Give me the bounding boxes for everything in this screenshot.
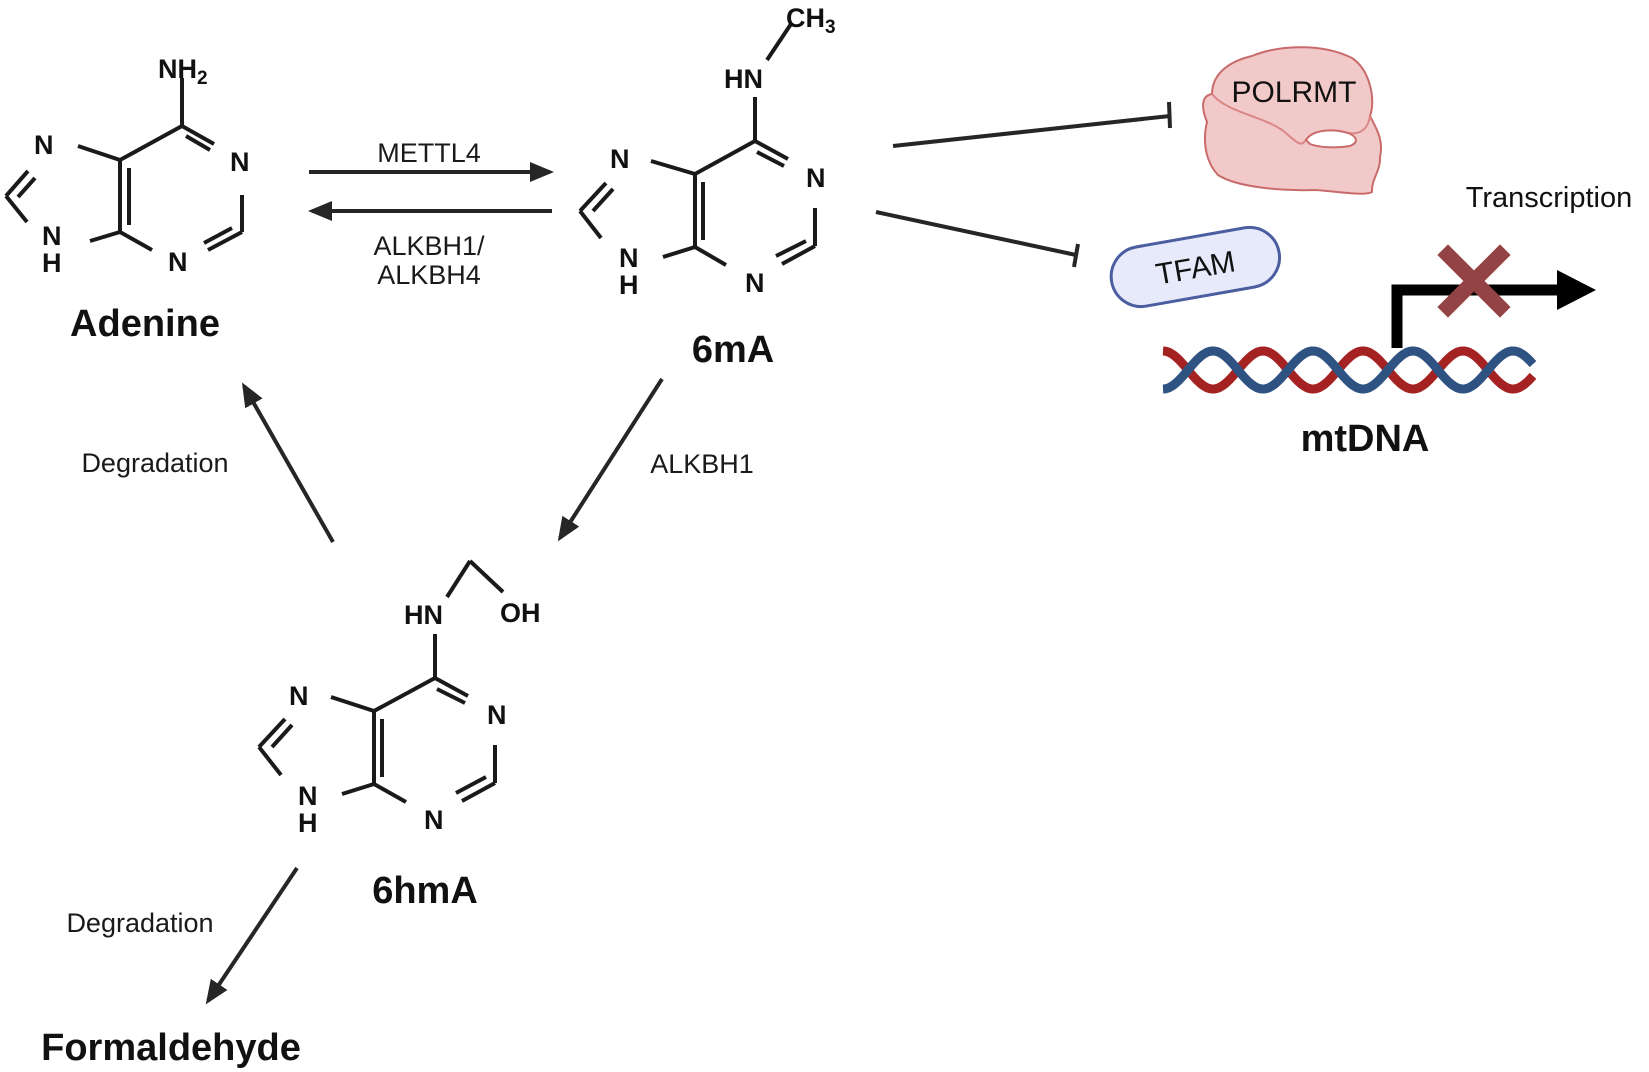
polrmt-cleft: [1304, 129, 1357, 149]
promoter-arrow-head: [1557, 270, 1596, 310]
formaldehyde-name: Formaldehyde: [41, 1027, 301, 1069]
degradation-label-2: Degradation: [66, 908, 213, 938]
polrmt-protein: POLRMT: [1202, 46, 1382, 195]
alkbh1-alkbh4-label-line2: ALKBH4: [377, 260, 481, 290]
adenine-bonds: [4, 78, 244, 252]
6hma-n3: N: [424, 805, 444, 835]
inhibition-line-tfam: [875, 210, 1077, 257]
inhibition-bar-tfam: [1072, 243, 1080, 268]
inhibition-bar-polrmt: [1167, 101, 1172, 129]
oxidation-reaction: ALKBH1: [557, 377, 754, 542]
tfam-protein: TFAM: [1109, 225, 1282, 309]
oxidation-arrow: [557, 377, 664, 542]
mtdna-strand-blue: [1162, 346, 1537, 394]
adenine-n9: N: [42, 221, 62, 251]
inhibition-line-polrmt: [892, 114, 1171, 148]
6ma-hn-label: HN: [724, 64, 763, 94]
transcription-label: Transcription: [1466, 182, 1633, 214]
demethylation-reaction: ALKBH1/ ALKBH4: [308, 201, 552, 290]
degradation-arrow-adenine: [242, 382, 335, 543]
polrmt-label: POLRMT: [1231, 76, 1356, 109]
6hma-bonds: [257, 559, 505, 804]
6hma-n7: N: [289, 681, 309, 711]
adenine-n7: N: [34, 130, 54, 160]
mtdna-helix: [1162, 346, 1537, 394]
adenine-n9-h: H: [42, 248, 62, 278]
6hma-hn-label: HN: [404, 600, 443, 630]
promoter-arrow-line: [1391, 284, 1560, 348]
6hma-oh-label: OH: [500, 598, 541, 628]
mettl4-label: METTL4: [377, 138, 481, 168]
6hma-name: 6hmA: [372, 870, 478, 912]
6ma-bonds: [578, 22, 817, 267]
adenine-n3: N: [168, 247, 188, 277]
adenine-n1: N: [230, 147, 250, 177]
6hma-n9: N: [298, 781, 318, 811]
6ma-n3: N: [745, 268, 765, 298]
adenine-nh2-label: NH2: [158, 54, 208, 89]
6ma-n9-h: H: [619, 270, 639, 300]
6ma-structure: HN CH3 N N N H N 6mA: [578, 3, 836, 371]
6ma-n9: N: [619, 243, 639, 273]
6ma-n7: N: [610, 144, 630, 174]
inhibition-polrmt: [892, 101, 1172, 148]
tfam-body: [1109, 225, 1282, 309]
6ma-name: 6mA: [692, 329, 774, 371]
degradation-arrow-formaldehyde: [205, 866, 299, 1005]
alkbh1-alkbh4-label-line1: ALKBH1/: [373, 231, 485, 261]
promoter-arrow: [1391, 270, 1596, 348]
mtdna-strand-red: [1162, 346, 1537, 394]
6ma-ch3-label: CH3: [786, 3, 836, 38]
6hma-structure: HN OH N N N H N 6hmA: [257, 559, 541, 912]
polrmt-body: [1202, 46, 1382, 195]
degradation-to-adenine: Degradation: [81, 382, 335, 543]
degradation-label-1: Degradation: [81, 448, 228, 478]
adenine-name: Adenine: [70, 303, 220, 345]
methylation-reaction: METTL4: [309, 138, 554, 182]
adenine-structure: NH2 N N N H N Adenine: [4, 54, 250, 345]
alkbh1-label: ALKBH1: [650, 449, 754, 479]
6hma-n9-h: H: [298, 808, 318, 838]
6ma-n1: N: [806, 163, 826, 193]
blocked-x-icon: [1437, 244, 1511, 318]
inhibition-tfam: [875, 210, 1080, 268]
mtdna-label: mtDNA: [1301, 418, 1430, 460]
6hma-n1: N: [487, 700, 507, 730]
degradation-to-formaldehyde: Degradation: [66, 866, 299, 1005]
polrmt-fold: [1211, 93, 1371, 145]
